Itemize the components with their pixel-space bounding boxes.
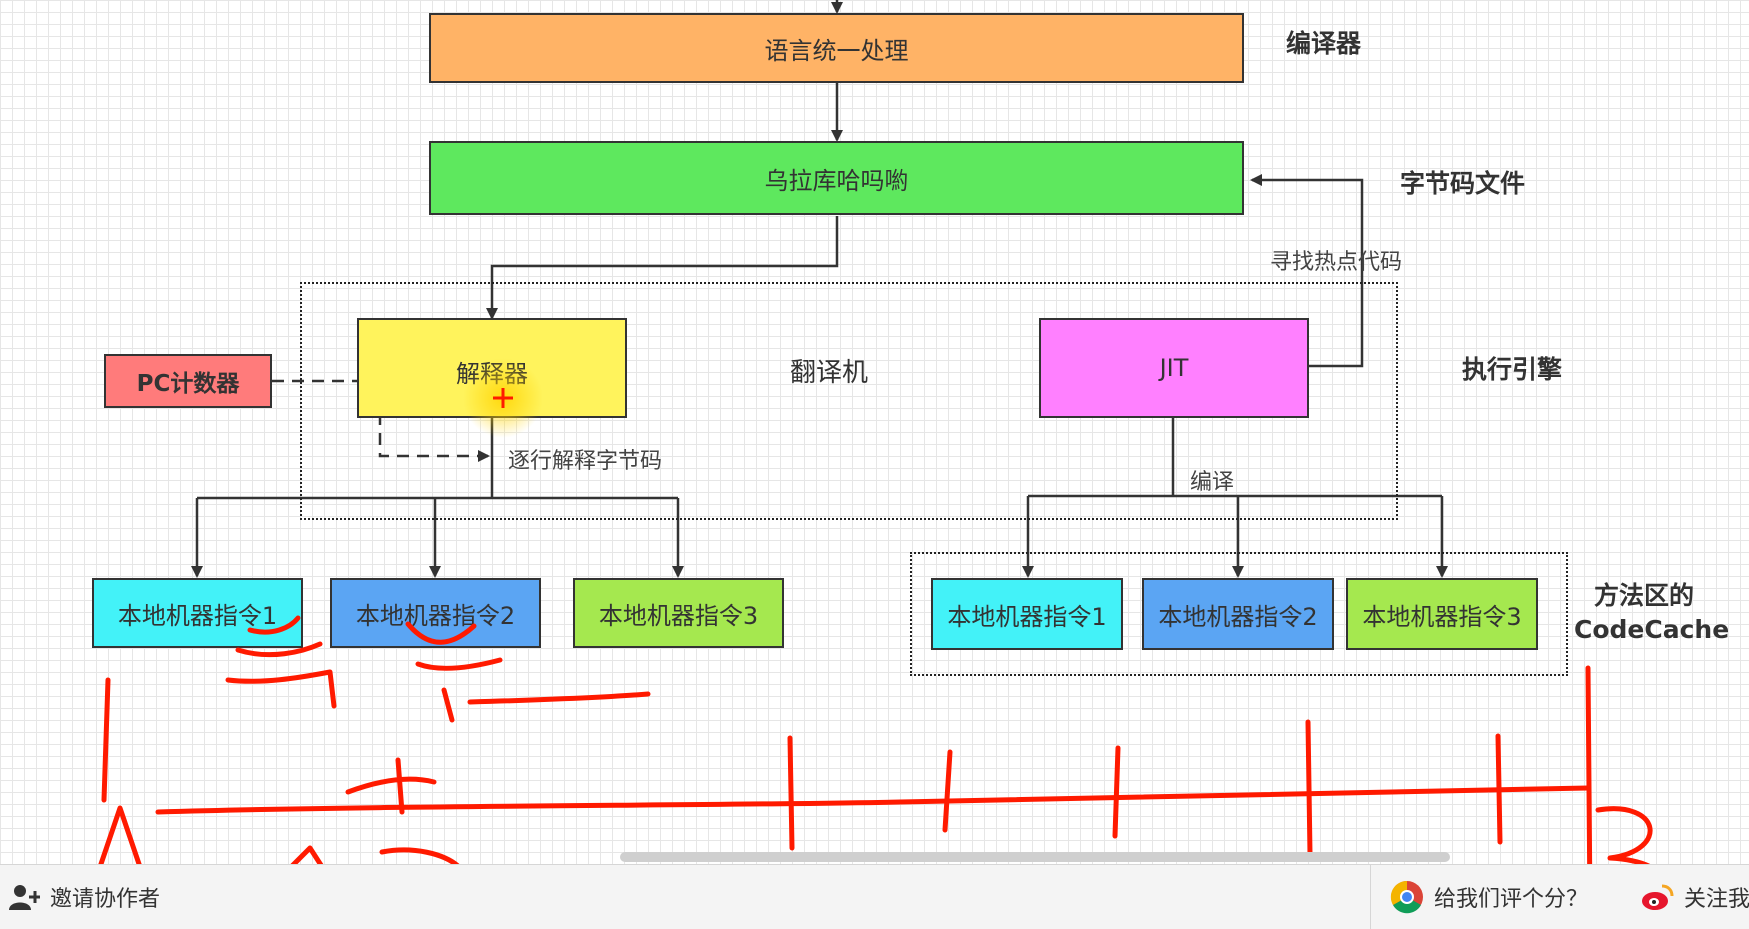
side-label-execution-engine: 执行引擎 bbox=[1462, 355, 1563, 384]
edge-bytecode-to-interpreter bbox=[486, 216, 839, 320]
node-jit[interactable]: JIT bbox=[1039, 318, 1309, 418]
edge-pc-to-interpreter bbox=[272, 379, 490, 462]
chrome-icon bbox=[1390, 880, 1423, 914]
rate-us-button[interactable]: 给我们评个分？ bbox=[1390, 877, 1588, 917]
side-label-codecache-1: 方法区的 bbox=[1594, 581, 1695, 610]
rate-us-label: 给我们评个分？ bbox=[1434, 887, 1589, 912]
execution-engine-frame bbox=[300, 282, 1398, 520]
bottom-bar: 邀请协作者 给我们评个分？ 关注我 bbox=[0, 864, 1749, 929]
node-native-right-1[interactable]: 本地机器指令1 bbox=[931, 578, 1123, 650]
node-pc-counter[interactable]: PC计数器 bbox=[104, 354, 272, 408]
node-native-right-2[interactable]: 本地机器指令2 bbox=[1142, 578, 1334, 650]
edge-jit-to-bytecode bbox=[1250, 174, 1364, 368]
node-interpreter[interactable]: 解释器 bbox=[357, 318, 627, 418]
follow-us-label: 关注我 bbox=[1684, 887, 1749, 912]
node-unified-processing[interactable]: 语言统一处理 bbox=[429, 13, 1244, 83]
node-native-left-1[interactable]: 本地机器指令1 bbox=[92, 578, 303, 648]
invite-collaborator-label: 邀请协作者 bbox=[50, 887, 161, 912]
label-compile: 编译 bbox=[1190, 470, 1235, 495]
node-native-left-3[interactable]: 本地机器指令3 bbox=[573, 578, 784, 648]
side-label-bytecode-file: 字节码文件 bbox=[1400, 169, 1526, 198]
invite-collaborator-button[interactable]: 邀请协作者 bbox=[8, 877, 160, 917]
horizontal-scrollbar[interactable] bbox=[620, 852, 1450, 862]
label-find-hot-code: 寻找热点代码 bbox=[1270, 250, 1403, 275]
node-bytecode[interactable]: 乌拉库哈吗喲 bbox=[429, 141, 1244, 215]
side-label-compiler: 编译器 bbox=[1286, 29, 1362, 58]
node-native-left-2[interactable]: 本地机器指令2 bbox=[330, 578, 541, 648]
label-line-by-line: 逐行解释字节码 bbox=[508, 449, 663, 474]
label-translator: 翻译机 bbox=[790, 358, 869, 388]
side-label-codecache-2: CodeCache bbox=[1574, 615, 1730, 644]
codecache-frame bbox=[910, 552, 1568, 676]
follow-us-button[interactable]: 关注我 bbox=[1640, 877, 1749, 917]
node-interpreter-label: 解释器 bbox=[456, 360, 528, 388]
weibo-icon bbox=[1642, 884, 1674, 910]
add-user-icon bbox=[9, 885, 40, 910]
node-native-right-3[interactable]: 本地机器指令3 bbox=[1346, 578, 1538, 650]
bottom-bar-separator bbox=[1370, 865, 1371, 929]
